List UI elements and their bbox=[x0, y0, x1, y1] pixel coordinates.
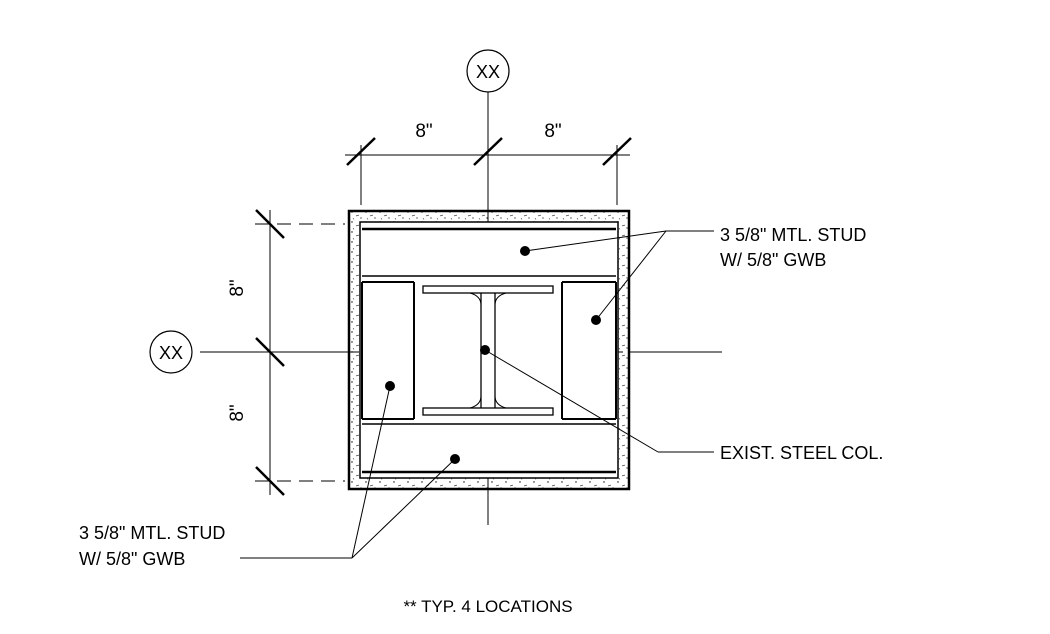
leader-stud-bottom bbox=[351, 458, 456, 559]
stud-left bbox=[361, 281, 415, 420]
dimension-top-right: 8" bbox=[544, 121, 561, 142]
stud-bottom bbox=[362, 423, 616, 474]
gwb-enclosure bbox=[347, 209, 631, 491]
dimension-tick bbox=[255, 466, 285, 496]
typical-note: ** TYP. 4 LOCATIONS bbox=[403, 597, 572, 616]
leader-column bbox=[484, 349, 659, 453]
callout-stud-left-line2: W/ 5/8" GWB bbox=[79, 549, 185, 569]
callout-stud-right-line2: W/ 5/8" GWB bbox=[720, 250, 826, 270]
leader-dot bbox=[591, 315, 601, 325]
column-bottom-flange bbox=[422, 407, 554, 416]
dimension-left-lower: 8" bbox=[227, 404, 248, 421]
leader-stud-left bbox=[351, 385, 391, 559]
stud-top bbox=[362, 227, 616, 277]
callout-stud-right-line1: 3 5/8" MTL. STUD bbox=[720, 225, 866, 245]
leader-lines bbox=[240, 230, 714, 559]
dimension-tick bbox=[602, 137, 632, 166]
column-top-flange bbox=[422, 285, 554, 294]
callout-stud-left-line1: 3 5/8" MTL. STUD bbox=[79, 523, 225, 543]
leader-stud-right bbox=[595, 230, 667, 321]
left-dimension-string bbox=[255, 209, 345, 496]
leader-dots bbox=[385, 246, 601, 464]
top-dimension-string bbox=[345, 137, 632, 205]
grid-bubble-top: XX bbox=[466, 49, 510, 93]
leader-dot bbox=[450, 454, 460, 464]
dimension-tick bbox=[255, 337, 285, 367]
dimension-tick bbox=[346, 137, 376, 166]
grid-bubble-left: XX bbox=[149, 330, 193, 374]
steel-column bbox=[422, 285, 554, 416]
grid-bubble-left-label: XX bbox=[159, 343, 183, 363]
grid-bubble-top-label: XX bbox=[476, 62, 500, 82]
dimension-tick bbox=[255, 209, 285, 239]
leader-stud-top bbox=[524, 230, 667, 252]
dimension-tick bbox=[473, 137, 503, 166]
leader-dot bbox=[480, 345, 490, 355]
stud-right bbox=[561, 281, 617, 420]
dimension-left-upper: 8" bbox=[227, 279, 248, 296]
callout-column: EXIST. STEEL COL. bbox=[720, 443, 883, 463]
leader-dot bbox=[520, 246, 530, 256]
dimension-top-left: 8" bbox=[415, 121, 432, 142]
leader-dot bbox=[385, 381, 395, 391]
